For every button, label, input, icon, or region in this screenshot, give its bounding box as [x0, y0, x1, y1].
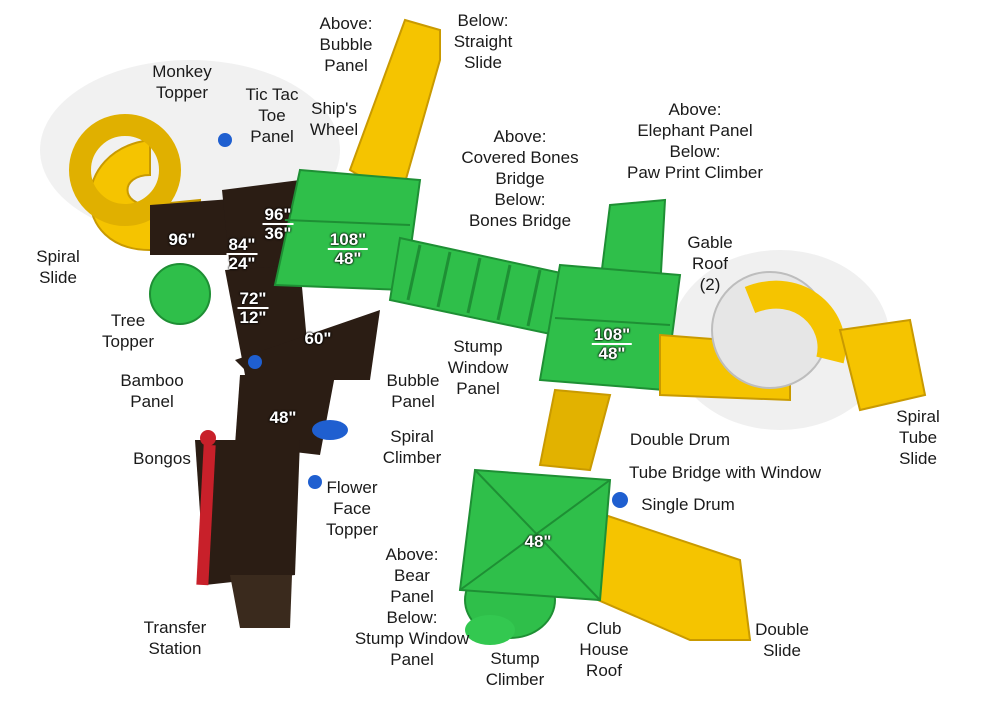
- club-house-roof: [458, 468, 612, 602]
- label-double-drum: Double Drum: [629, 430, 731, 449]
- label-bongos: Bongos: [133, 449, 191, 468]
- tube-bridge: [538, 388, 612, 472]
- tree-topper-shape: [149, 263, 211, 325]
- height-108-48-left: 108"48": [327, 230, 369, 268]
- height-72-12: 72"12": [237, 289, 269, 327]
- height-108-48-right: 108"48": [591, 325, 633, 363]
- label-tube-bridge: Tube Bridge with Window: [628, 463, 822, 482]
- height-48-left: 48": [269, 408, 297, 427]
- spiral-tube-slide: [659, 271, 927, 412]
- height-60: 60": [304, 329, 332, 348]
- bones-bridge: [388, 236, 572, 337]
- label-single-drum: Single Drum: [641, 495, 735, 514]
- height-48-roof: 48": [524, 532, 552, 551]
- bongos-shape: [200, 430, 216, 446]
- height-96-36: 96"36": [262, 205, 294, 243]
- left-deck-column: [150, 180, 380, 628]
- blue-accents: [218, 133, 628, 508]
- height-96-left: 96": [168, 230, 196, 249]
- single-drum-shape: [615, 495, 625, 505]
- height-84-24: 84"24": [226, 235, 258, 273]
